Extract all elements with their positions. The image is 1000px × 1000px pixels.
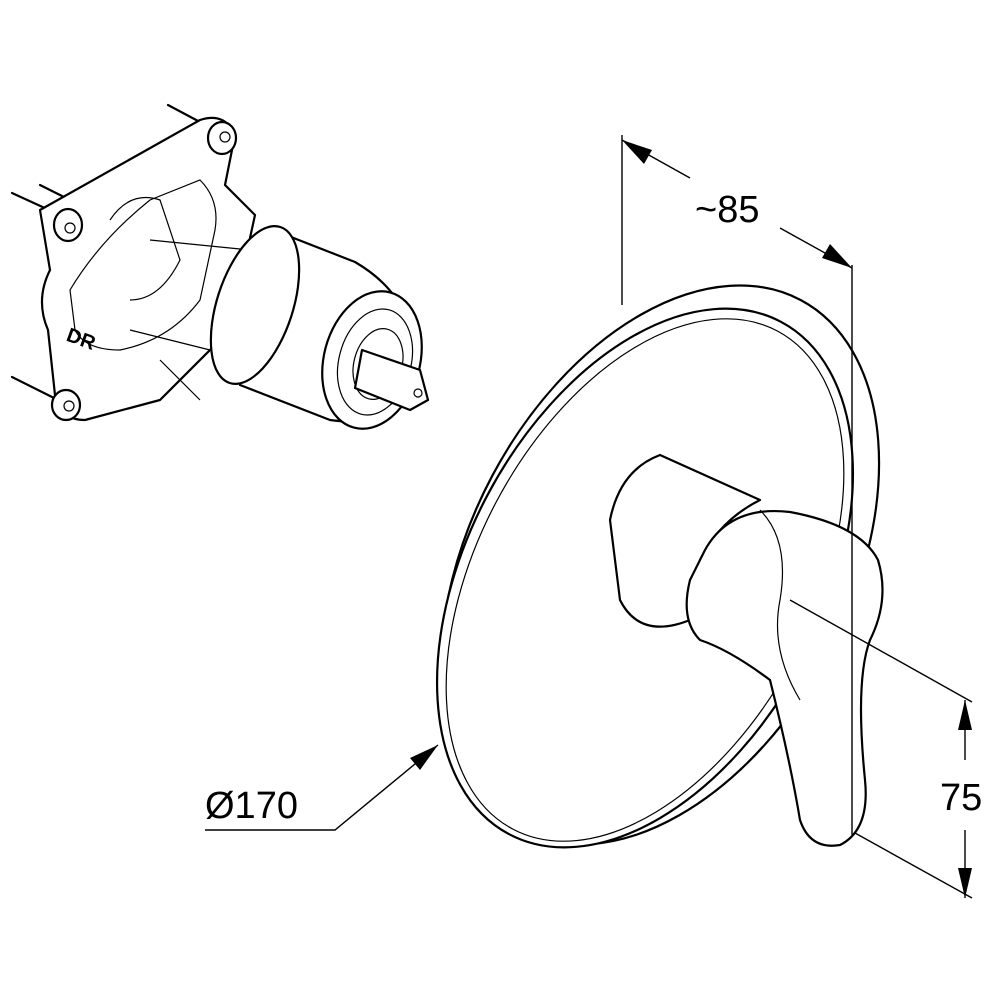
screw <box>50 388 82 422</box>
dimension-depth: ~85 <box>621 135 853 835</box>
depth-label: ~85 <box>695 189 759 231</box>
mounting-pin <box>10 375 60 402</box>
diameter-label: Ø170 <box>205 785 298 827</box>
lever-length-label: 75 <box>940 777 982 819</box>
dimension-lever: 75 <box>789 599 982 899</box>
lever-handle <box>685 510 884 847</box>
concealed-valve-body: DR <box>10 103 430 430</box>
cartridge-flange <box>209 225 301 385</box>
screw <box>206 120 238 156</box>
spindle <box>353 348 430 412</box>
screw <box>52 207 84 243</box>
dimension-diameter: Ø170 <box>205 744 439 831</box>
rosette-trim <box>435 284 884 849</box>
